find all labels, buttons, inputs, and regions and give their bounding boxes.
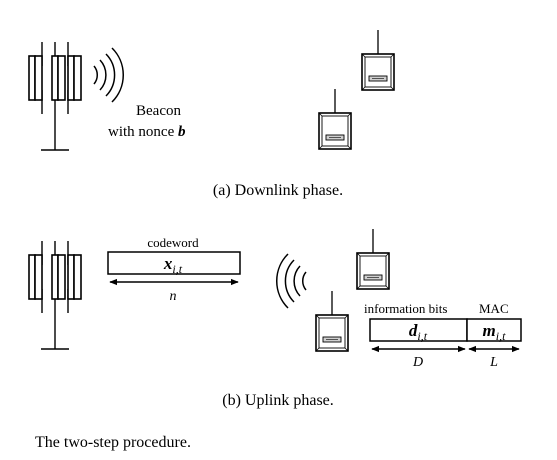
base-station-antenna-icon — [28, 41, 82, 151]
beacon-nonce-label: with nonce b — [108, 124, 186, 140]
iot-device-icon — [356, 228, 390, 290]
codeword-block — [107, 251, 241, 275]
mac-label: MAC — [479, 301, 509, 316]
downlink-phase-panel: Beacon with nonce b (a) Downlink phase. — [28, 29, 395, 199]
nonce-symbol: b — [178, 124, 186, 140]
transmission-waves-icon — [275, 253, 307, 309]
downlink-caption: (a) Downlink phase. — [213, 182, 343, 199]
beacon-nonce-prefix: with nonce — [108, 124, 178, 140]
information-bits-symbol: di,t — [409, 321, 428, 343]
codeword-symbol: xi,t — [163, 254, 183, 276]
mac-block — [466, 318, 522, 342]
information-bits-label: information bits — [364, 301, 447, 316]
uplink-caption: (b) Uplink phase. — [222, 392, 334, 409]
figure-caption: The two-step procedure. — [35, 434, 191, 451]
mac-symbol: mi,t — [483, 321, 507, 343]
uplink-phase-panel: codeword xi,t n information bits MAC di,… — [28, 228, 522, 409]
base-station-antenna-icon — [28, 240, 82, 350]
information-bits-length-label: D — [412, 355, 423, 370]
iot-device-icon — [315, 290, 349, 352]
mac-length-label: L — [489, 355, 498, 370]
codeword-length-label: n — [170, 289, 177, 304]
broadcast-waves-icon — [93, 47, 125, 103]
beacon-label: Beacon — [136, 103, 181, 119]
codeword-label: codeword — [147, 235, 199, 250]
iot-device-icon — [318, 88, 352, 150]
iot-device-icon — [361, 29, 395, 91]
